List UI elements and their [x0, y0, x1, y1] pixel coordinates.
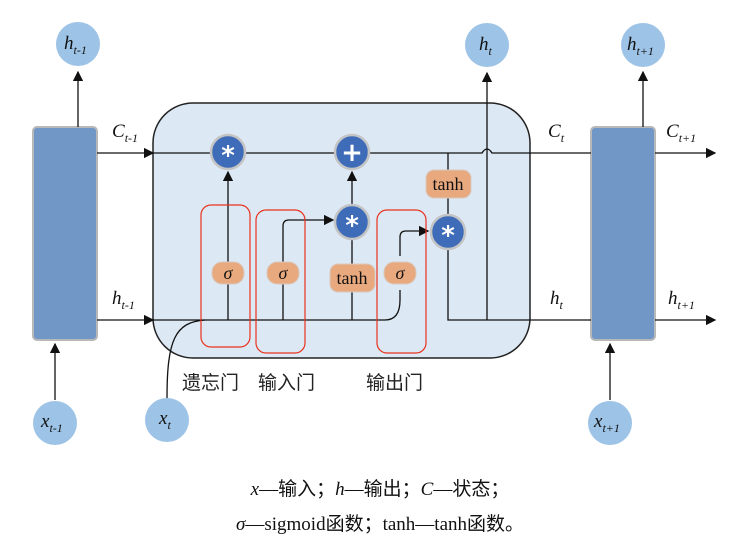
- sigma-label: σ: [224, 263, 234, 283]
- prev-block: [32, 126, 98, 341]
- x-prev-label: xt-1: [40, 411, 63, 435]
- h-prev-label: ht-1: [64, 33, 87, 57]
- op-symbol: *: [441, 221, 455, 251]
- input-multiply-icon: [333, 203, 371, 241]
- tanh-label: tanh: [433, 174, 464, 194]
- h-prev-node: [56, 22, 100, 66]
- c-cur-label: Ct: [548, 121, 565, 145]
- output-multiply-icon: [429, 213, 467, 251]
- h-cur-label: ht: [479, 34, 493, 58]
- input-gate-label: 输入门: [258, 372, 315, 394]
- h-next-line-label: ht+1: [668, 288, 695, 312]
- h-cur-line-label: ht: [550, 288, 564, 312]
- op-symbol: +: [341, 138, 363, 168]
- c-next-label: Ct+1: [666, 121, 696, 145]
- c-prev-label: Ct-1: [112, 121, 138, 145]
- sigma-forget: [211, 261, 245, 285]
- tanh-input: [329, 263, 376, 293]
- op-symbol: *: [221, 141, 235, 171]
- tanh-label: tanh: [337, 268, 368, 288]
- forget-multiply-icon: [209, 133, 247, 171]
- h-prev-line-label: ht-1: [112, 288, 135, 312]
- h-next-label: ht+1: [627, 34, 654, 58]
- output-gate-label: 输出门: [366, 372, 423, 394]
- sigma-input: [266, 261, 300, 285]
- forget-gate-box: [200, 204, 251, 348]
- x-next-node: [588, 401, 632, 445]
- caption-line2: σ—sigmoid函数；tanh—tanh函数。: [235, 514, 525, 535]
- caption-line1: x—输入；h—输出；C—状态；: [250, 479, 510, 500]
- forget-gate-label: 遗忘门: [182, 372, 239, 394]
- op-symbol: *: [345, 211, 359, 241]
- add-icon: [333, 133, 371, 171]
- sigma-output: [383, 261, 417, 285]
- h-next-node: [621, 23, 665, 67]
- h-cur-node: [465, 23, 509, 67]
- next-block: [590, 126, 656, 341]
- sigma-label: σ: [396, 263, 406, 283]
- input-gate-box: [255, 209, 306, 354]
- x-cur-node: [145, 398, 189, 442]
- sigma-label: σ: [279, 263, 289, 283]
- x-prev-node: [33, 401, 77, 445]
- tanh-output: [425, 169, 472, 199]
- x-next-label: xt+1: [593, 411, 620, 435]
- x-cur-label: xt: [158, 408, 171, 432]
- output-gate-box: [376, 209, 427, 354]
